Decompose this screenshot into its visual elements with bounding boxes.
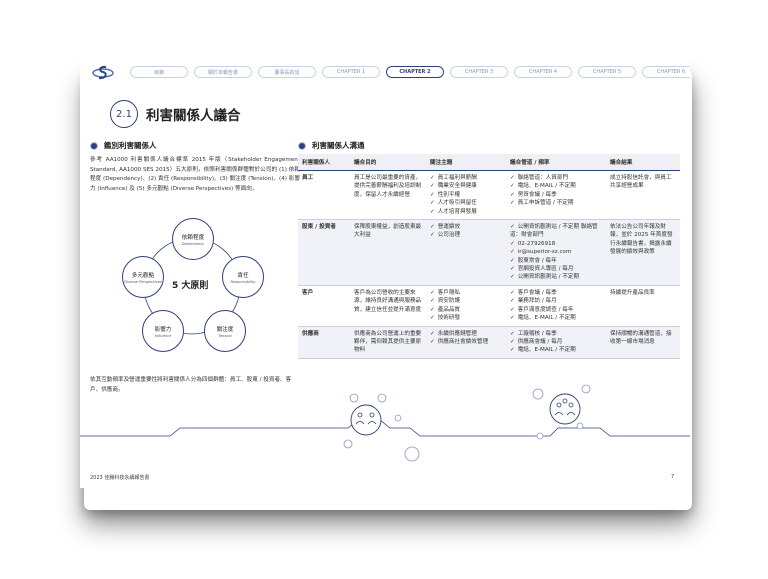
topic-item: 資安防護 bbox=[430, 297, 502, 305]
channel-item: 聯絡管道：人資部門 bbox=[510, 174, 602, 182]
cell-channels: 公開資訊觀測站 / 不定期 聯絡管道：財會部門02-27926918ir@sup… bbox=[506, 219, 606, 286]
nav-tab[interactable]: CHAPTER 6 bbox=[642, 66, 690, 78]
nav-tab[interactable]: 關於本報告書 bbox=[194, 66, 252, 78]
channel-item: 供應商會議 / 每月 bbox=[510, 338, 602, 346]
table-row: 供應商供應商為公司營運上的重要夥伴，需仰賴其提供主要原物料永續供應鏈管理供應商社… bbox=[298, 326, 680, 359]
decorative-network-line bbox=[80, 384, 690, 462]
channel-item: 客戶滿意度調查 / 每年 bbox=[510, 306, 602, 314]
cell-result: 成立持股信託會，與員工共享經營成果 bbox=[606, 170, 680, 221]
col-header: 利害關係人 bbox=[298, 154, 350, 171]
nav-tab[interactable]: CHAPTER 1 bbox=[322, 66, 380, 78]
nav-tab[interactable]: 目錄 bbox=[130, 66, 188, 78]
cell-group: 供應商 bbox=[298, 326, 350, 359]
intro-paragraph: 參考 AA1000 利害關係人議合標準 2015 年版（Stakeholder … bbox=[90, 157, 300, 192]
cell-group: 員工 bbox=[298, 170, 350, 221]
nav-tab[interactable]: CHAPTER 5 bbox=[578, 66, 636, 78]
bullet-icon bbox=[90, 141, 98, 150]
section-number-badge: 2.1 bbox=[110, 100, 138, 128]
cell-result: 依法公告公司年報及財報，並於 2025 年首度發行永續報告書，揭露永續發展的績效… bbox=[606, 219, 680, 286]
bullet-icon bbox=[298, 141, 306, 150]
nav-tab[interactable]: CHAPTER 3 bbox=[450, 66, 508, 78]
nav-tab[interactable]: 董事長的話 bbox=[258, 66, 316, 78]
channel-item: 客戶會議 / 每季 bbox=[510, 289, 602, 297]
col-header: 議合目的 bbox=[350, 154, 426, 171]
topic-item: 人才吸引與留任 bbox=[430, 199, 502, 207]
diagram-center-label: 5 大原則 bbox=[172, 281, 209, 291]
cell-purpose: 員工是公司最重要的資產，提供完善薪酬福利及培訓制度，保留人才永續經營 bbox=[350, 170, 426, 221]
topic-item: 職業安全與健康 bbox=[430, 182, 502, 190]
channel-item: 電話、E-MAIL / 不定期 bbox=[510, 182, 602, 190]
col-header: 議合結果 bbox=[606, 154, 680, 171]
channel-item: 員工申訴管道 / 不定期 bbox=[510, 199, 602, 207]
channel-item: 勞資會議 / 每季 bbox=[510, 191, 602, 199]
cell-group: 客戶 bbox=[298, 285, 350, 327]
stakeholder-table: 利害關係人 議合目的 關注主題 議合管道 / 頻率 議合結果 員工員工是公司最重… bbox=[298, 154, 680, 359]
right-section-heading: 利害關係人溝通 bbox=[298, 140, 365, 151]
cell-channels: 聯絡管道：人資部門電話、E-MAIL / 不定期勞資會議 / 每季員工申訴管道 … bbox=[506, 170, 606, 221]
cell-topics: 營運績效公司治理 bbox=[426, 219, 506, 286]
topic-item: 公司治理 bbox=[430, 231, 502, 239]
topic-item: 客戶隱私 bbox=[430, 289, 502, 297]
topic-item: 營運績效 bbox=[430, 223, 502, 231]
page-title: 利害關係人議合 bbox=[146, 108, 241, 124]
cell-topics: 員工福利與薪酬職業安全與健康性別平權人才吸引與留任人才培育與發展 bbox=[426, 170, 506, 221]
cell-result: 保持順暢的溝通管道，接收第一線市場消息 bbox=[606, 326, 680, 359]
cell-purpose: 供應商為公司營運上的重要夥伴，需仰賴其提供主要原物料 bbox=[350, 326, 426, 359]
company-logo bbox=[92, 65, 114, 80]
topic-item: 永續供應鏈管理 bbox=[430, 330, 502, 338]
report-page: 目錄關於本報告書董事長的話 CHAPTER 1 CHAPTER 2 CHAPTER 3… bbox=[80, 56, 690, 488]
channel-item: 官網投資人專區 / 每月 bbox=[510, 265, 602, 273]
channel-item: 業務拜訪 / 每月 bbox=[510, 297, 602, 305]
topic-item: 性別平權 bbox=[430, 191, 502, 199]
page-number: 7 bbox=[671, 474, 675, 480]
table-row: 員工員工是公司最重要的資產，提供完善薪酬福利及培訓制度，保留人才永續經營員工福利… bbox=[298, 170, 680, 221]
channel-item: 公開資訊觀測站 / 不定期 bbox=[510, 273, 602, 281]
col-header: 議合管道 / 頻率 bbox=[506, 154, 606, 171]
nav-tab[interactable]: CHAPTER 4 bbox=[514, 66, 572, 78]
right-section-title: 利害關係人溝通 bbox=[312, 141, 365, 150]
topic-item: 員工福利與薪酬 bbox=[430, 174, 502, 182]
chapter-nav: 目錄關於本報告書董事長的話 CHAPTER 1 CHAPTER 2 CHAPTER 3… bbox=[130, 66, 690, 78]
channel-item: 股東常會 / 每年 bbox=[510, 257, 602, 265]
footer-report-name: 2023 佳騰科技永續報告書 bbox=[90, 475, 150, 481]
channel-item: ir@superior-sz.com bbox=[510, 248, 602, 256]
channel-item: 電話、E-MAIL / 不定期 bbox=[510, 314, 602, 322]
grouping-paragraph: 依其互動頻率及營運重要性將利害關係人分為四個群體：員工、股東 / 投資者、客戶、… bbox=[90, 377, 292, 393]
table-row: 客戶客戶為公司營收的主要來源，維持良好溝通與服務品質，建立信任並提升滿意度客戶隱… bbox=[298, 285, 680, 327]
cell-group: 股東 / 投資者 bbox=[298, 219, 350, 286]
cell-result: 持續提升產品良率 bbox=[606, 285, 680, 327]
topic-item: 產品品質 bbox=[430, 306, 502, 314]
col-header: 關注主題 bbox=[426, 154, 506, 171]
cell-topics: 客戶隱私資安防護產品品質技術研發 bbox=[426, 285, 506, 327]
topic-item: 人才培育與發展 bbox=[430, 208, 502, 216]
cell-channels: 客戶會議 / 每季業務拜訪 / 每月客戶滿意度調查 / 每年電話、E-MAIL … bbox=[506, 285, 606, 327]
left-section-heading: 鑑別利害關係人 bbox=[90, 140, 157, 151]
channel-item: 電話、E-MAIL / 不定期 bbox=[510, 346, 602, 354]
nav-tab[interactable]: CHAPTER 2 bbox=[386, 66, 444, 78]
channel-item: 工廠稽核 / 每季 bbox=[510, 330, 602, 338]
cell-purpose: 保障股東權益，創造股東最大利益 bbox=[350, 219, 426, 286]
channel-item: 公開資訊觀測站 / 不定期 聯絡管道：財會部門 bbox=[510, 223, 602, 240]
channel-item: 02-27926918 bbox=[510, 240, 602, 248]
table-header-row: 利害關係人 議合目的 關注主題 議合管道 / 頻率 議合結果 bbox=[298, 154, 680, 171]
cell-channels: 工廠稽核 / 每季供應商會議 / 每月電話、E-MAIL / 不定期 bbox=[506, 326, 606, 359]
cell-topics: 永續供應鏈管理供應商社會績效管理 bbox=[426, 326, 506, 359]
left-section-title: 鑑別利害關係人 bbox=[104, 141, 157, 150]
cell-purpose: 客戶為公司營收的主要來源，維持良好溝通與服務品質，建立信任並提升滿意度 bbox=[350, 285, 426, 327]
topic-item: 供應商社會績效管理 bbox=[430, 338, 502, 346]
topic-item: 技術研發 bbox=[430, 314, 502, 322]
